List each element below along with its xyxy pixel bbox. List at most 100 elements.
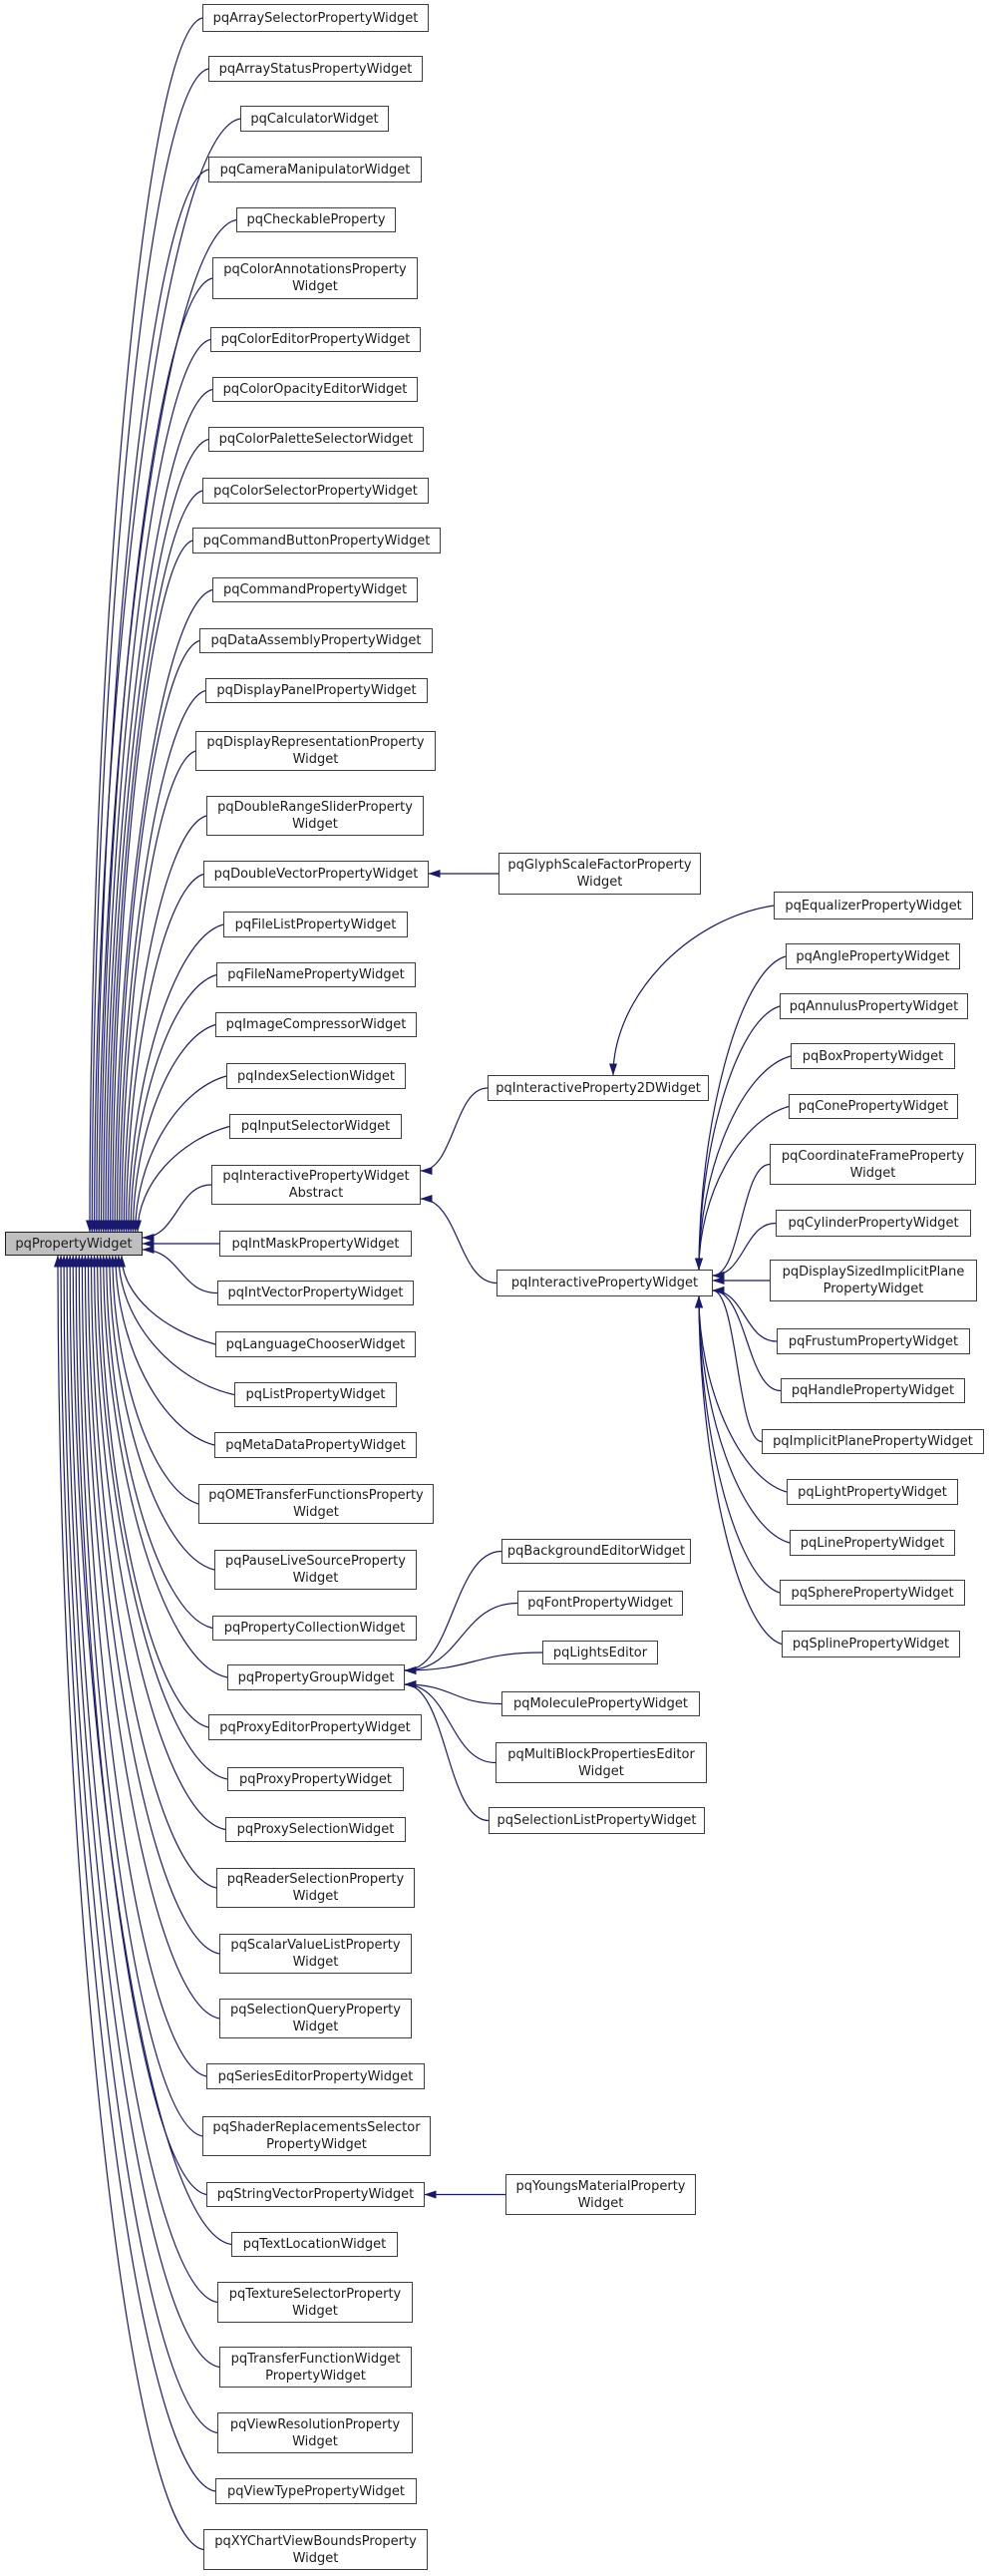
class-node-box[interactable]: pqBoxPropertyWidget xyxy=(791,1043,955,1069)
class-node-cameraManipulator[interactable]: pqCameraManipulatorWidget xyxy=(208,157,422,183)
inheritance-edge-fontProperty-to-propertyGroup xyxy=(404,1602,518,1674)
class-node-handle[interactable]: pqHandlePropertyWidget xyxy=(781,1378,965,1403)
class-node-implicitPlane[interactable]: pqImplicitPlanePropertyWidget xyxy=(762,1429,984,1454)
class-node-stringVector[interactable]: pqStringVectorPropertyWidget xyxy=(206,2182,425,2207)
class-label-line: pqDoubleVectorPropertyWidget xyxy=(213,867,419,882)
inheritance-edge-indexSelection-to-propertyWidget xyxy=(131,1075,227,1233)
class-node-list[interactable]: pqListPropertyWidget xyxy=(234,1382,397,1407)
class-node-arrayStatus[interactable]: pqArrayStatusPropertyWidget xyxy=(208,56,423,82)
class-node-sphere[interactable]: pqSpherePropertyWidget xyxy=(780,1580,965,1606)
class-node-fileName[interactable]: pqFileNamePropertyWidget xyxy=(216,962,416,987)
class-node-line[interactable]: pqLinePropertyWidget xyxy=(790,1530,955,1556)
class-node-frustum[interactable]: pqFrustumPropertyWidget xyxy=(777,1328,970,1354)
class-node-fontProperty[interactable]: pqFontPropertyWidget xyxy=(517,1591,683,1616)
class-node-fileList[interactable]: pqFileListPropertyWidget xyxy=(223,912,408,937)
class-node-proxyProperty[interactable]: pqProxyPropertyWidget xyxy=(227,1767,404,1791)
inheritance-edge-list-to-propertyWidget xyxy=(114,1255,235,1396)
class-node-cone[interactable]: pqConePropertyWidget xyxy=(789,1094,958,1119)
class-label-line: pqCoordinateFrameProperty xyxy=(781,1148,965,1164)
class-label-line: pqTextLocationWidget xyxy=(242,2237,387,2252)
class-node-calculator[interactable]: pqCalculatorWidget xyxy=(240,106,389,132)
class-node-languageChooser[interactable]: pqLanguageChooserWidget xyxy=(215,1331,416,1357)
class-label-line: Widget xyxy=(849,1165,896,1181)
class-node-proxySelection[interactable]: pqProxySelectionWidget xyxy=(225,1817,406,1842)
class-node-checkable[interactable]: pqCheckableProperty xyxy=(236,207,396,232)
class-node-selectionList[interactable]: pqSelectionListPropertyWidget xyxy=(489,1807,705,1834)
class-node-inputSelector[interactable]: pqInputSelectorWidget xyxy=(229,1114,402,1139)
class-label-line: Widget xyxy=(292,1571,339,1586)
inheritance-edge-displayRepresentation-to-propertyWidget xyxy=(118,750,196,1233)
class-node-metaData[interactable]: pqMetaDataPropertyWidget xyxy=(214,1432,417,1458)
class-node-interactive2D[interactable]: pqInteractiveProperty2DWidget xyxy=(488,1075,709,1101)
class-label-line: pqPauseLiveSourceProperty xyxy=(225,1554,406,1569)
class-node-command[interactable]: pqCommandPropertyWidget xyxy=(212,577,418,602)
inheritance-edge-calculator-to-propertyWidget xyxy=(90,118,241,1233)
class-node-viewType[interactable]: pqViewTypePropertyWidget xyxy=(215,2478,417,2504)
class-label-line: Widget xyxy=(578,1763,624,1779)
inheritance-edge-shaderReplacements-to-propertyWidget xyxy=(75,1255,203,2137)
class-node-commandButton[interactable]: pqCommandButtonPropertyWidget xyxy=(192,528,441,553)
class-node-colorEditor[interactable]: pqColorEditorPropertyWidget xyxy=(210,327,421,352)
class-node-dataAssembly[interactable]: pqDataAssemblyPropertyWidget xyxy=(199,628,433,653)
class-node-angle[interactable]: pqAnglePropertyWidget xyxy=(786,943,960,969)
class-node-seriesEditor[interactable]: pqSeriesEditorPropertyWidget xyxy=(206,2063,425,2089)
class-node-colorPalette[interactable]: pqColorPaletteSelectorWidget xyxy=(208,427,424,452)
class-node-annulus[interactable]: pqAnnulusPropertyWidget xyxy=(780,993,968,1019)
class-node-equalizer[interactable]: pqEqualizerPropertyWidget xyxy=(774,892,973,920)
inheritance-edge-fileName-to-propertyWidget xyxy=(127,973,217,1233)
inheritance-edge-readerSelection-to-propertyWidget xyxy=(87,1255,217,1889)
inheritance-edge-viewType-to-propertyWidget xyxy=(57,1255,216,2492)
class-label-line: pqScalarValueListProperty xyxy=(230,1938,401,1953)
class-node-textLocation[interactable]: pqTextLocationWidget xyxy=(231,2232,398,2257)
class-node-proxyEditor[interactable]: pqProxyEditorPropertyWidget xyxy=(208,1714,422,1740)
class-label-line: pqAnnulusPropertyWidget xyxy=(789,998,959,1014)
class-node-imageCompressor[interactable]: pqImageCompressorWidget xyxy=(215,1012,417,1037)
inheritance-edge-pauseLiveSource-to-propertyWidget xyxy=(105,1255,215,1571)
class-node-lightsEditor[interactable]: pqLightsEditor xyxy=(542,1641,658,1664)
class-node-propertyCollection[interactable]: pqPropertyCollectionWidget xyxy=(212,1616,417,1641)
class-node-molecule[interactable]: pqMoleculePropertyWidget xyxy=(501,1691,700,1716)
inheritance-edge-textureSelector-to-propertyWidget xyxy=(66,1255,218,2304)
class-node-intMask[interactable]: pqIntMaskPropertyWidget xyxy=(219,1231,412,1257)
class-node-interactive[interactable]: pqInteractivePropertyWidget xyxy=(496,1270,713,1296)
class-label-line: Widget xyxy=(292,817,338,832)
class-node-backgroundEditor[interactable]: pqBackgroundEditorWidget xyxy=(501,1539,691,1564)
inheritance-edge-inputSelector-to-propertyWidget xyxy=(134,1125,230,1233)
inheritance-edge-equalizer-to-interactive2D xyxy=(609,905,775,1076)
class-label-line: pqProxyEditorPropertyWidget xyxy=(219,1719,411,1735)
class-node-doubleVector[interactable]: pqDoubleVectorPropertyWidget xyxy=(203,861,429,888)
class-label-line: pqArraySelectorPropertyWidget xyxy=(212,10,419,26)
class-label-line: pqShaderReplacementsSelector xyxy=(212,2120,421,2135)
class-node-colorSelector[interactable]: pqColorSelectorPropertyWidget xyxy=(202,478,429,504)
class-node-displayPanel[interactable]: pqDisplayPanelPropertyWidget xyxy=(205,678,428,703)
class-node-light[interactable]: pqLightPropertyWidget xyxy=(787,1479,958,1505)
class-node-arraySelector[interactable]: pqArraySelectorPropertyWidget xyxy=(202,4,429,32)
class-node-spline[interactable]: pqSplinePropertyWidget xyxy=(782,1631,960,1657)
class-node-colorOpacity[interactable]: pqColorOpacityEditorWidget xyxy=(212,377,418,402)
class-node-indexSelection[interactable]: pqIndexSelectionWidget xyxy=(226,1063,406,1089)
class-node-cylinder[interactable]: pqCylinderPropertyWidget xyxy=(776,1210,971,1237)
class-node-propertyGroup[interactable]: pqPropertyGroupWidget xyxy=(227,1664,405,1690)
inheritance-edge-seriesEditor-to-propertyWidget xyxy=(78,1255,207,2077)
class-node-intVector[interactable]: pqIntVectorPropertyWidget xyxy=(217,1281,414,1305)
